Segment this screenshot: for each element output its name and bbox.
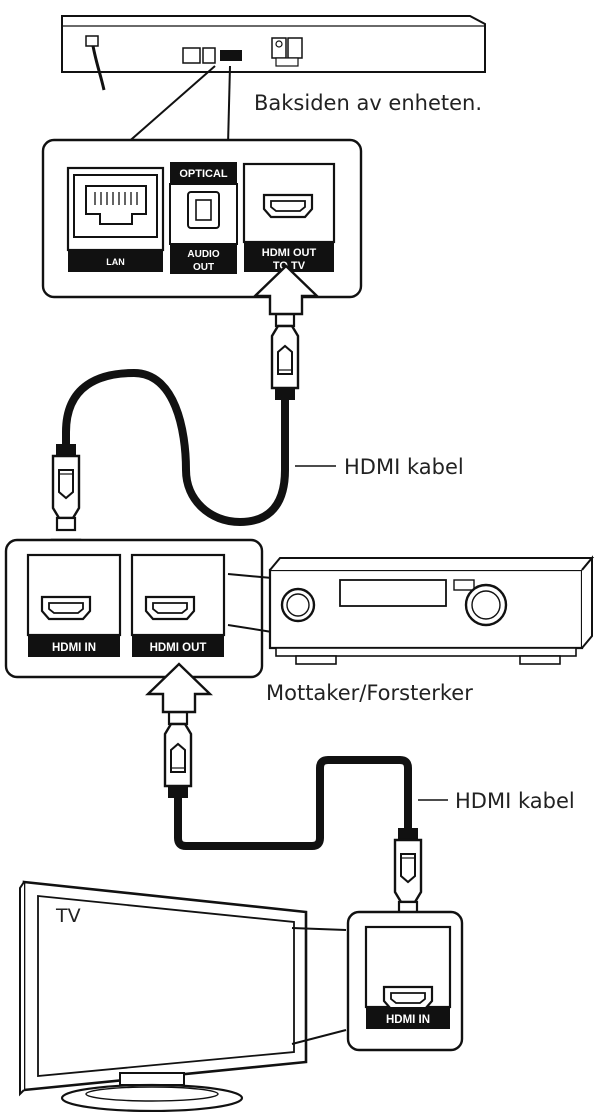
hdmi-out-label: HDMI OUT	[262, 247, 317, 259]
tv-label: TV	[55, 905, 81, 927]
lan-port: LAN	[66, 166, 165, 272]
player-hdmi-out-port: HDMI OUT TO TV	[242, 162, 336, 272]
audio-out-label: OUT	[193, 262, 214, 273]
cable-1-label: HDMI kabel	[344, 455, 464, 479]
receiver-device	[268, 555, 595, 665]
optical-port: OPTICAL AUDIO OUT	[169, 162, 238, 274]
receiver-hdmi-out-label: HDMI OUT	[150, 642, 207, 654]
tv-hdmi-in-label: HDMI IN	[386, 1014, 430, 1026]
receiver-port-panel: HDMI IN HDMI OUT	[4, 538, 264, 679]
receiver-callout-lines	[227, 573, 273, 633]
tv-device	[19, 880, 308, 1112]
player-port-panel: LAN OPTICAL AUDIO OUT HDMI OUT TO TV	[41, 138, 363, 299]
tv-port-panel: HDMI IN	[346, 910, 464, 1052]
tv-callout-lines	[291, 927, 347, 1045]
player-device	[61, 15, 486, 91]
device-back-label: Baksiden av enheten.	[254, 91, 482, 115]
audio-label: AUDIO	[187, 249, 219, 260]
lan-label: LAN	[106, 257, 125, 267]
receiver-hdmi-in-port: HDMI IN	[26, 553, 122, 657]
player-callout-lines	[124, 65, 231, 146]
receiver-hdmi-in-label: HDMI IN	[52, 642, 96, 654]
receiver-label: Mottaker/Forsterker	[266, 681, 473, 705]
to-tv-label: TO TV	[273, 260, 306, 272]
cable-2-label: HDMI kabel	[455, 789, 575, 813]
tv-hdmi-in-port: HDMI IN	[364, 925, 452, 1029]
optical-label: OPTICAL	[179, 168, 228, 180]
receiver-hdmi-out-port: HDMI OUT	[130, 553, 226, 657]
